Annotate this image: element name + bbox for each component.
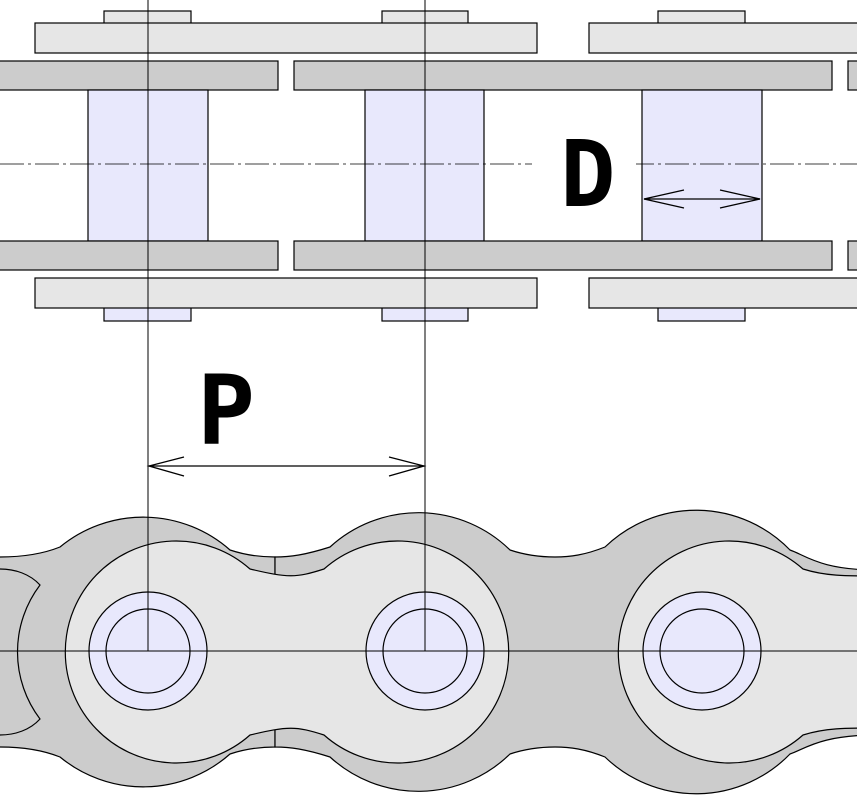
chain-side-view xyxy=(0,509,857,795)
inner-plates-top xyxy=(0,60,857,91)
pin-ends xyxy=(103,10,746,322)
roller-3 xyxy=(641,89,763,242)
d-label-background xyxy=(532,142,636,190)
chain-top-view xyxy=(0,10,857,322)
outer-plates-bottom xyxy=(34,277,857,309)
diameter-label: D xyxy=(560,121,615,228)
pitch-label: P xyxy=(197,355,255,467)
pitch-arrow xyxy=(146,456,427,477)
inner-plates-bottom xyxy=(0,240,857,271)
pitch-extension-lines xyxy=(147,0,426,651)
outer-plates-top xyxy=(34,22,857,54)
diameter-arrow xyxy=(643,189,761,209)
